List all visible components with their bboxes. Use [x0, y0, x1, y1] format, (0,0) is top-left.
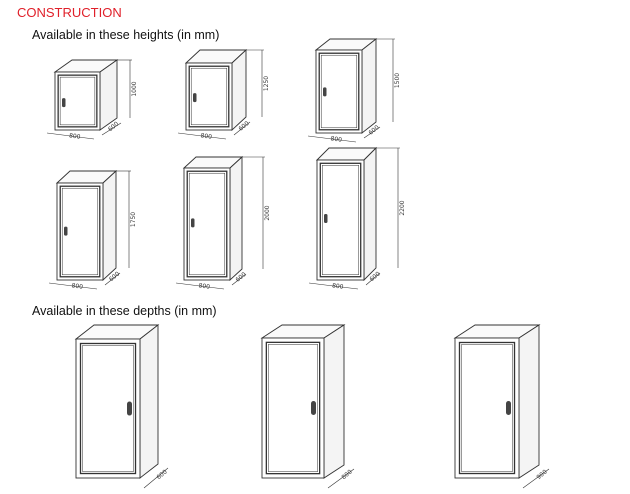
depth-dimension-line: [104, 272, 121, 286]
cabinet-side: [139, 324, 159, 479]
cabinet-door: [59, 185, 101, 278]
cabinet-front: [315, 49, 363, 134]
height-label: 2000: [264, 205, 271, 220]
door-handle-icon: [323, 87, 327, 97]
width-dimension-line: [308, 282, 359, 290]
door-inner-frame: [82, 345, 134, 472]
width-label: 800: [200, 132, 212, 141]
door-handle-icon: [506, 401, 511, 415]
width-dimension-line: [175, 282, 225, 290]
depth-dimension-line: [233, 121, 251, 136]
width-label: 800: [198, 282, 210, 291]
depth-dimension-line: [143, 467, 169, 489]
cabinet-side: [99, 59, 118, 131]
cabinet-front: [56, 182, 104, 281]
door-inner-frame: [188, 172, 226, 276]
cabinet-door: [188, 65, 230, 128]
depth-dimension-line: [522, 468, 550, 489]
door-handle-icon: [127, 401, 132, 416]
height-label: 1750: [130, 212, 137, 227]
cabinet-side: [231, 48, 247, 132]
height-label: 1000: [131, 81, 138, 96]
door-handle-icon: [62, 98, 66, 108]
door-inner-frame: [59, 76, 96, 126]
cabinet-door: [57, 74, 98, 128]
width-label: 800: [69, 132, 81, 141]
depth-dimension-line: [101, 122, 122, 136]
cabinet-front: [183, 167, 231, 281]
cabinet-door: [265, 341, 321, 475]
height-label: 2200: [399, 200, 406, 215]
width-label: 800: [330, 135, 342, 144]
cabinet-door: [79, 342, 137, 475]
depths-heading: Available in these depths (in mm): [32, 304, 217, 318]
door-inner-frame: [461, 344, 513, 472]
depth-label: 600: [155, 468, 168, 481]
depth-cabinet-800: 800: [260, 324, 355, 489]
width-dimension-line: [307, 135, 357, 143]
door-handle-icon: [324, 214, 328, 223]
cabinet-side: [229, 155, 243, 282]
depth-cabinet-600: 600: [74, 324, 169, 489]
cabinet-side: [518, 324, 540, 479]
height-label: 1500: [394, 73, 401, 88]
cabinet-side: [102, 169, 117, 282]
door-inner-frame: [268, 344, 318, 472]
width-dimension-line: [46, 132, 95, 140]
width-dimension-line: [48, 282, 98, 290]
cabinet-door: [319, 162, 362, 278]
depth-dimension-line: [231, 273, 247, 286]
door-inner-frame: [320, 54, 358, 129]
width-dimension-line: [177, 132, 227, 140]
door-inner-frame: [190, 67, 228, 126]
door-inner-frame: [322, 165, 359, 275]
heights-heading: Available in these heights (in mm): [32, 28, 220, 42]
cabinet-front: [54, 71, 101, 131]
width-label: 800: [71, 282, 83, 291]
door-handle-icon: [64, 226, 68, 236]
door-handle-icon: [311, 401, 316, 415]
door-handle-icon: [191, 218, 195, 228]
cabinet-door: [318, 52, 360, 131]
cabinet-side: [361, 38, 377, 134]
cabinet-door: [458, 341, 516, 475]
depth-cabinet-900: 900: [453, 324, 550, 489]
cabinet-side: [363, 146, 377, 282]
cabinet-door: [186, 170, 228, 278]
cabinet-front: [185, 62, 233, 131]
height-label: 1250: [263, 76, 270, 91]
section-title: CONSTRUCTION: [17, 5, 122, 20]
width-label: 800: [332, 282, 344, 291]
depth-dimension-line: [327, 468, 355, 489]
depth-dimension-line: [365, 272, 381, 286]
cabinet-side: [323, 324, 345, 479]
door-inner-frame: [61, 187, 99, 276]
depth-dimension-line: [363, 126, 381, 139]
door-handle-icon: [193, 93, 197, 103]
